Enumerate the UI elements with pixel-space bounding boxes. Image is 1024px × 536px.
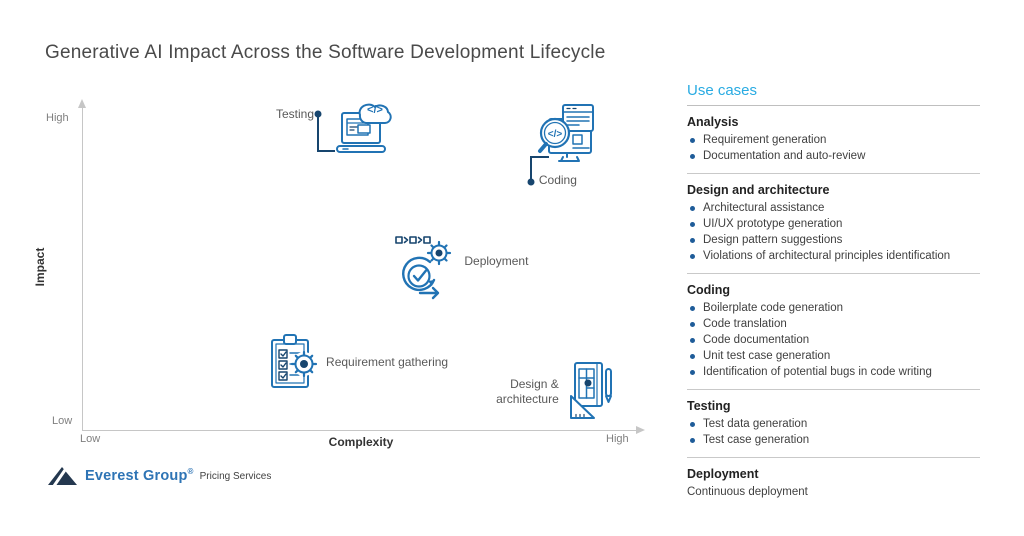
- laptop-cloud-code-icon: </>: [336, 103, 392, 153]
- point-testing: Testing </>: [276, 97, 392, 169]
- point-deployment: Deployment: [392, 234, 528, 304]
- use-case-item: Violations of architectural principles i…: [687, 248, 980, 264]
- use-case-item: Code documentation: [687, 332, 980, 348]
- brand-name: Everest Group®: [85, 466, 194, 484]
- use-case-section-title: Analysis: [687, 115, 739, 129]
- x-axis-arrow-icon: [636, 426, 645, 434]
- brand-tagline: Pricing Services: [199, 471, 272, 482]
- use-case-item: Documentation and auto-review: [687, 148, 980, 164]
- x-axis-label: Complexity: [328, 435, 394, 449]
- y-tick-low: Low: [52, 415, 73, 427]
- point-label: Testing: [275, 106, 314, 121]
- use-case-section-title: Testing: [687, 399, 731, 413]
- use-case-item: UI/UX prototype generation: [687, 216, 980, 232]
- connector-line: [314, 110, 335, 152]
- x-tick-low: Low: [80, 433, 101, 445]
- point-design-architecture: Design & architecture: [496, 361, 615, 421]
- footer-brand: Everest Group® Pricing Services: [45, 464, 271, 486]
- point-coding: </> Coding: [527, 103, 595, 187]
- use-cases-panel: Use cases Analysis Requirement generatio…: [687, 82, 980, 500]
- point-label: Requirement gathering: [326, 355, 449, 370]
- use-case-item: Architectural assistance: [687, 200, 980, 216]
- x-axis: [82, 430, 638, 431]
- point-requirement-gathering: Requirement gathering: [268, 333, 448, 391]
- everest-mountain-icon: [48, 467, 77, 486]
- use-case-section-title: Design and architecture: [687, 183, 830, 197]
- svg-text:</>: </>: [548, 129, 563, 140]
- connector-line: [527, 156, 549, 186]
- svg-text:</>: </>: [367, 104, 383, 116]
- y-axis-label: Impact: [33, 247, 47, 287]
- use-case-item: Identification of potential bugs in code…: [687, 364, 980, 380]
- point-label: Coding: [538, 173, 577, 188]
- use-case-item: Code translation: [687, 316, 980, 332]
- blueprint-pencil-ruler-icon: [569, 362, 612, 420]
- divider: [687, 105, 980, 106]
- registered-mark: ®: [187, 466, 194, 476]
- y-tick-high: High: [46, 112, 69, 124]
- use-case-section-title: Coding: [687, 283, 731, 297]
- use-case-item: Test data generation: [687, 416, 980, 432]
- clipboard-gear-icon: [271, 334, 318, 389]
- y-axis-arrow-icon: [78, 99, 86, 108]
- point-label: Deployment: [464, 253, 529, 268]
- use-case-item: Requirement generation: [687, 132, 980, 148]
- use-case-item: Boilerplate code generation: [687, 300, 980, 316]
- use-case-section-title: Deployment: [687, 467, 759, 481]
- use-case-item: Test case generation: [687, 432, 980, 448]
- use-case-item: Design pattern suggestions: [687, 232, 980, 248]
- use-case-plain-item: Continuous deployment: [687, 486, 808, 498]
- x-tick-high: High: [606, 433, 629, 445]
- use-case-item: Unit test case generation: [687, 348, 980, 364]
- use-case-section: Deployment Continuous deployment: [687, 457, 980, 500]
- agile-loop-gear-icon: [395, 235, 452, 299]
- use-cases-heading: Use cases: [687, 82, 758, 99]
- page-title: Generative AI Impact Across the Software…: [45, 42, 606, 63]
- use-case-section: Design and architecture Architectural as…: [687, 173, 980, 264]
- y-axis: [82, 107, 83, 430]
- point-label: Design & architecture: [496, 377, 559, 407]
- monitor-magnifier-code-icon: </>: [537, 104, 594, 163]
